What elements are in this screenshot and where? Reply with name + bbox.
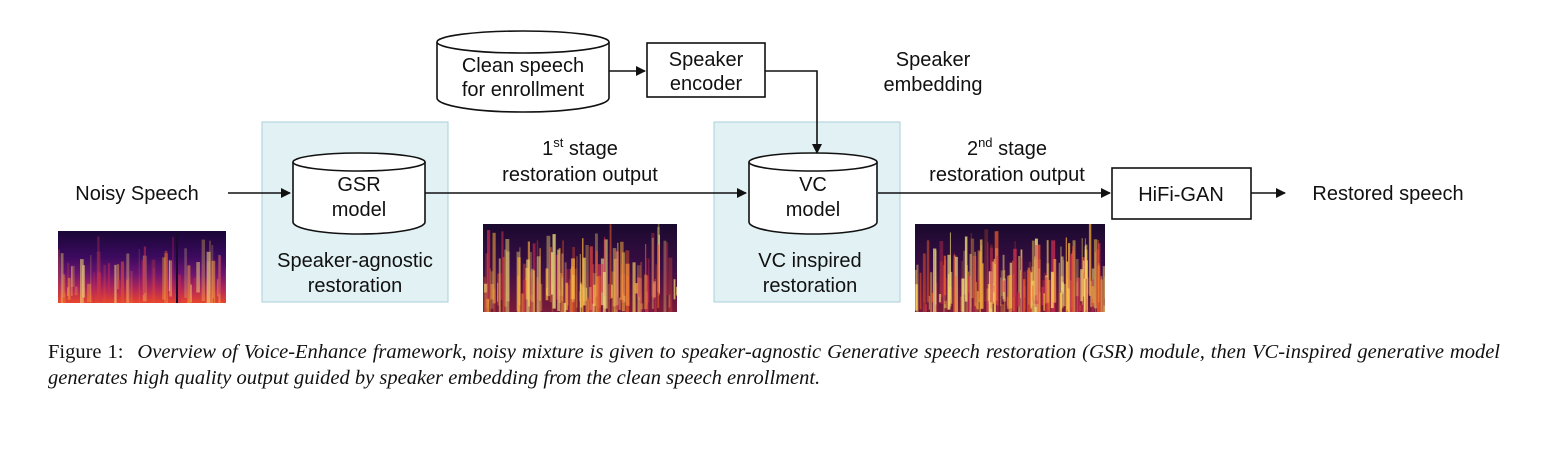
hifigan-label: HiFi-GAN [1138, 184, 1224, 206]
second-stage-spectrogram [915, 224, 1105, 312]
speaker-embedding-label-line2: embedding [884, 74, 983, 96]
figure-caption-text: Overview of Voice-Enhance framework, noi… [48, 341, 1500, 389]
speaker-agnostic-label-line2: restoration [308, 275, 403, 297]
vc-model-cylinder [748, 152, 878, 235]
speaker-agnostic-label-line1: Speaker-agnostic [277, 250, 433, 272]
vc-model-label-line1: VC [799, 174, 827, 196]
figure-caption: Figure 1:Overview of Voice-Enhance frame… [48, 339, 1500, 391]
restored-speech-label: Restored speech [1312, 183, 1463, 205]
first-stage-output-label-line1: 1st stage [542, 135, 618, 160]
clean-speech-label-line1: Clean speech [462, 55, 584, 77]
gsr-model-label-line2: model [332, 199, 386, 221]
voice-enhance-diagram: Clean speech for enrollment Speaker enco… [58, 30, 1464, 312]
vc-model-label-line2: model [786, 199, 840, 221]
speaker-encoder-label-line1: Speaker [669, 49, 744, 71]
arrow-encoder-to-vc [765, 70, 822, 154]
speaker-encoder-box [646, 42, 766, 98]
clean-speech-label-line2: for enrollment [462, 79, 585, 101]
speaker-encoder-label-line2: encoder [670, 73, 743, 95]
second-stage-output-label-line1: 2nd stage [967, 135, 1047, 160]
noisy-spectrogram [58, 231, 226, 303]
vc-inspired-label-line1: VC inspired [758, 250, 861, 272]
second-stage-output-label-line2: restoration output [929, 164, 1085, 186]
first-stage-spectrogram [483, 224, 677, 312]
speaker-embedding-label-line1: Speaker [896, 49, 971, 71]
noisy-speech-label: Noisy Speech [75, 183, 198, 205]
gsr-model-cylinder [292, 152, 426, 235]
gsr-model-label-line1: GSR [337, 174, 380, 196]
first-stage-output-label-line2: restoration output [502, 164, 658, 186]
hifigan-box [1111, 167, 1252, 220]
vc-inspired-label-line2: restoration [763, 275, 858, 297]
figure-label: Figure 1: [48, 341, 124, 363]
clean-speech-cylinder [436, 30, 610, 113]
